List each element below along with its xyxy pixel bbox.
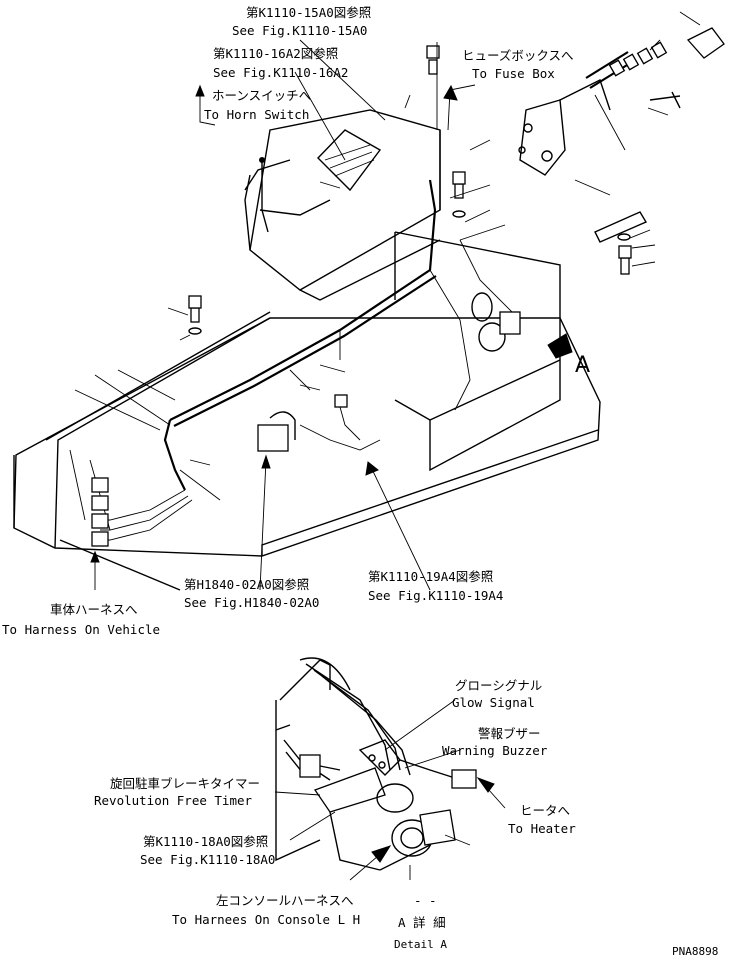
horn-switch-en: To Horn Switch <box>204 107 309 122</box>
view-arrow-a <box>547 333 573 359</box>
ref-k1110-15a0-jp: 第K1110-15A0図参照 <box>246 5 371 20</box>
glow-signal-en: Glow Signal <box>452 695 535 710</box>
ref-k1110-18a0-jp: 第K1110-18A0図参照 <box>143 834 268 849</box>
console-lh-jp: 左コンソールハーネスへ <box>216 893 354 908</box>
main-wire-harness <box>100 179 521 541</box>
drawing-number: PNA8898 <box>672 945 718 958</box>
ref-k1110-16a2-jp: 第K1110-16A2図参照 <box>213 46 338 61</box>
floor-plate <box>13 311 601 591</box>
fuse-box-jp: ヒューズボックスへ <box>462 48 574 63</box>
detail-a-panel <box>275 657 477 871</box>
detail-a-leaders <box>274 699 506 881</box>
seat-base-block <box>394 231 561 472</box>
fuse-box-en: To Fuse Box <box>472 66 555 81</box>
small-connector <box>334 394 361 441</box>
console-lh-en: To Harnees On Console L H <box>172 912 360 927</box>
vehicle-connectors <box>91 477 109 547</box>
detail-a-en: Detail A <box>394 938 447 951</box>
bracket-ring-right <box>471 292 521 352</box>
warning-buzzer-jp: 警報ブザー <box>478 726 541 741</box>
callout-arrows <box>90 84 476 591</box>
horn-wire <box>259 157 269 233</box>
leader-lines <box>74 11 701 466</box>
ref-k1110-15a0-en: See Fig.K1110-15A0 <box>232 23 367 38</box>
heater-jp: ヒータへ <box>520 803 570 818</box>
horn-switch-jp: ホーンスイッチへ <box>212 88 311 103</box>
timer-en: Revolution Free Timer <box>94 793 253 808</box>
ref-h1840-02a0-jp: 第H1840-02A0図参照 <box>184 577 309 592</box>
detail-a-jp: A 詳 細 <box>398 915 446 930</box>
ref-h1840-02a0-en: See Fig.H1840-02A0 <box>184 595 319 610</box>
ref-k1110-19a4-jp: 第K1110-19A4図参照 <box>368 569 493 584</box>
harness-vehicle-jp: 車体ハーネスへ <box>50 602 138 617</box>
heater-en: To Heater <box>508 821 576 836</box>
console-box <box>244 109 441 301</box>
warning-buzzer-en: Warning Buzzer <box>442 743 548 758</box>
ref-k1110-18a0-en: See Fig.K1110-18A0 <box>140 852 275 867</box>
timer-jp: 旋回駐車ブレーキタイマー <box>110 776 260 791</box>
view-a-label: A <box>575 353 590 378</box>
detail-dashes: - - <box>414 893 437 908</box>
harness-vehicle-en: To Harness On Vehicle <box>2 622 160 637</box>
ref-k1110-19a4-en: See Fig.K1110-19A4 <box>368 588 503 603</box>
glow-signal-jp: グローシグナル <box>455 678 542 693</box>
ref-k1110-16a2-en: See Fig.K1110-16A2 <box>213 65 348 80</box>
relay-component <box>257 411 296 452</box>
hardware-bolts <box>188 45 648 335</box>
fuse-box-bracket <box>518 27 725 176</box>
